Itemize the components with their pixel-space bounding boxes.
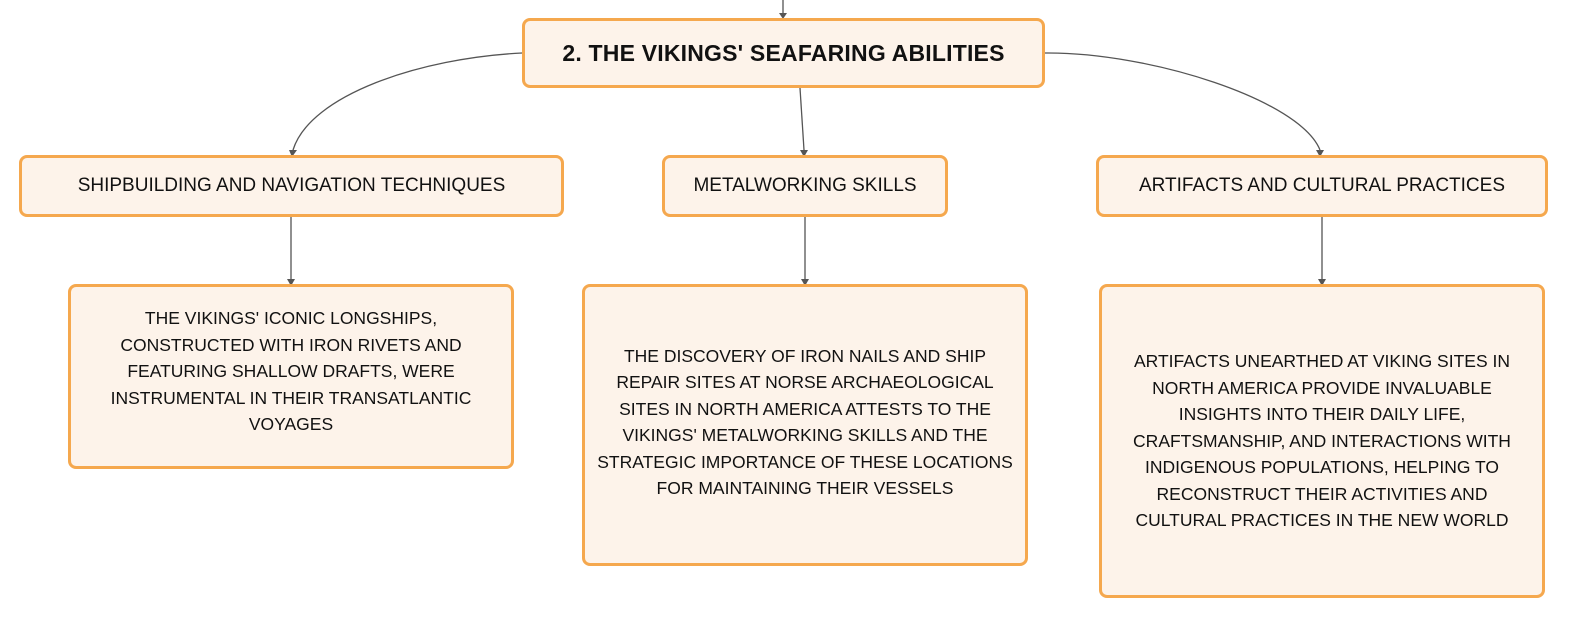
root-label: 2. THE VIKINGS' SEAFARING ABILITIES <box>562 39 1005 66</box>
detail-text: THE VIKINGS' ICONIC LONGSHIPS, CONSTRUCT… <box>110 308 472 435</box>
connector-root-to-shipbuilding <box>292 52 523 151</box>
arrowhead-metalworking-detail <box>801 279 809 286</box>
branch-label: SHIPBUILDING AND NAVIGATION TECHNIQUES <box>77 175 506 196</box>
arrowhead-incoming <box>779 13 787 19</box>
branch-node-metalworking[interactable]: METALWORKING SKILLS <box>662 155 948 217</box>
root-node[interactable]: 2. THE VIKINGS' SEAFARING ABILITIES <box>522 18 1045 88</box>
arrowhead-artifacts <box>1316 150 1324 157</box>
arrowhead-artifacts-detail <box>1318 279 1326 286</box>
connector-root-to-metalworking <box>799 87 805 151</box>
arrowhead-metalworking <box>800 150 808 157</box>
detail-text: THE DISCOVERY OF IRON NAILS AND SHIP REP… <box>597 345 1013 499</box>
detail-node-shipbuilding[interactable]: THE VIKINGS' ICONIC LONGSHIPS, CONSTRUCT… <box>68 284 514 469</box>
branch-label: METALWORKING SKILLS <box>693 175 917 196</box>
detail-text: ARTIFACTS UNEARTHED AT VIKING SITES IN N… <box>1133 351 1511 531</box>
connector-root-to-artifacts <box>1044 52 1321 151</box>
arrowhead-shipbuilding <box>289 150 297 157</box>
branch-node-shipbuilding[interactable]: SHIPBUILDING AND NAVIGATION TECHNIQUES <box>19 155 564 217</box>
detail-node-artifacts[interactable]: ARTIFACTS UNEARTHED AT VIKING SITES IN N… <box>1099 284 1545 598</box>
branch-label: ARTIFACTS AND CULTURAL PRACTICES <box>1139 175 1505 196</box>
detail-node-metalworking[interactable]: THE DISCOVERY OF IRON NAILS AND SHIP REP… <box>582 284 1028 566</box>
branch-node-artifacts[interactable]: ARTIFACTS AND CULTURAL PRACTICES <box>1096 155 1548 217</box>
arrowhead-shipbuilding-detail <box>287 279 295 286</box>
